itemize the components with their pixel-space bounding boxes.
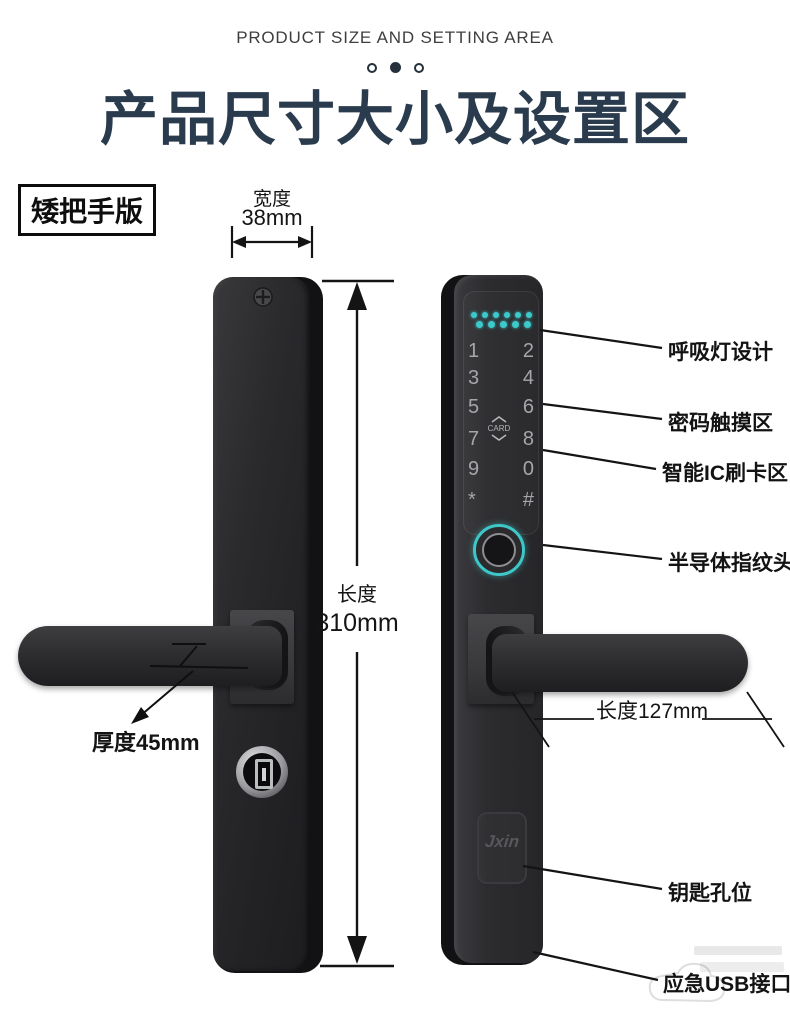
keypad-key: * <box>468 489 476 511</box>
leader-keyhole <box>522 864 663 891</box>
keypad-row: 3 4 <box>468 367 534 390</box>
keypad-key: 6 <box>522 396 534 418</box>
length-dim-value: 310mm <box>315 609 399 637</box>
thickness-label: 厚度45mm <box>92 730 200 755</box>
dots-divider <box>0 62 790 73</box>
keypad-key: 4 <box>522 367 534 389</box>
dot-ring-icon <box>366 62 377 73</box>
svg-text:CARD: CARD <box>488 424 511 433</box>
keypad-row: 5 6 <box>468 396 534 419</box>
keyhole-inner <box>243 753 281 791</box>
keyhole-slot-icon <box>255 759 273 789</box>
keypad-key: 0 <box>522 458 534 480</box>
card-swipe-icon: CARD <box>488 416 511 441</box>
watermark-cloud-icon <box>648 946 784 1003</box>
keypad-row: 1 2 <box>468 340 534 363</box>
keypad-key: 2 <box>522 340 534 362</box>
length-dim-label: 长度 <box>337 584 377 606</box>
keypad-row: 7 8 <box>468 428 534 451</box>
key-hole-cover-panel: Jxin <box>477 812 527 884</box>
keyhole-bar <box>262 767 266 781</box>
subtitle-english: PRODUCT SIZE AND SETTING AREA <box>236 28 554 47</box>
keypad-key: 9 <box>468 458 480 480</box>
callout-password-touch: 密码触摸区 <box>668 412 773 435</box>
version-badge: 矮把手版 <box>18 184 156 236</box>
breathing-light-dots-row2 <box>476 321 531 328</box>
width-dim-label: 宽度 <box>252 189 291 210</box>
dot-ring-icon <box>413 62 424 73</box>
breathing-light-dots-row1 <box>471 312 532 318</box>
keypad-row: 9 0 <box>468 458 534 481</box>
callout-breathing-light: 呼吸灯设计 <box>668 341 773 364</box>
brand-logo: Jxin <box>484 832 521 851</box>
keypad-key: 7 <box>468 428 480 450</box>
leader-fingerprint <box>542 543 663 561</box>
callout-usb: 应急USB接口 <box>663 973 790 996</box>
callout-keyhole: 钥匙孔位 <box>668 882 752 905</box>
keyhole-cylinder-icon <box>236 746 288 798</box>
keypad-row: * # <box>468 489 534 512</box>
handle-length-label: 长度127mm <box>596 700 709 723</box>
fingerprint-sensor-icon <box>473 524 525 576</box>
leader-breathing-light <box>539 328 663 350</box>
keypad-key: # <box>522 489 534 511</box>
callout-ic-card: 智能IC刷卡区 <box>662 462 788 485</box>
width-dim-value: 38mm <box>241 205 303 230</box>
callout-fingerprint: 半导体指纹头 <box>668 552 790 575</box>
left-door-handle <box>18 626 282 686</box>
keypad-key: 1 <box>468 340 480 362</box>
right-door-handle <box>492 634 748 692</box>
dot-solid-icon <box>389 62 401 73</box>
leader-ic-card <box>542 448 657 471</box>
leader-password-touch <box>542 402 663 421</box>
keypad-key: 5 <box>468 396 480 418</box>
fingerprint-sensor-inner <box>482 533 516 567</box>
keypad-key: 8 <box>522 428 534 450</box>
page-title: 产品尺寸大小及设置区 <box>99 87 690 152</box>
keypad-key: 3 <box>468 367 480 389</box>
